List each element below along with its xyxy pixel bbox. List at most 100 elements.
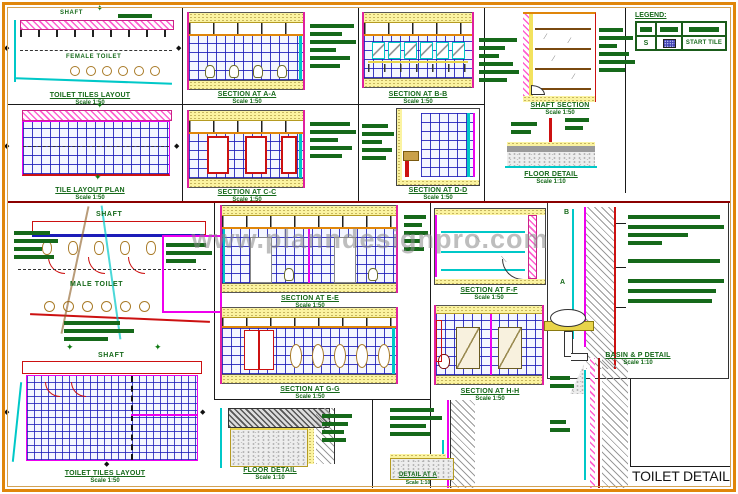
- floor-band: [397, 180, 479, 185]
- caption-section-gg: SECTION AT G-G Scale 1:50: [250, 385, 370, 402]
- grid-diamond-icon: ◆: [104, 461, 110, 468]
- partition-line: [490, 314, 492, 375]
- male-toilet-label: MALE TOILET: [70, 281, 124, 288]
- legend: LEGEND: S START TILE: [635, 12, 727, 51]
- detail-at-a-drawing: DETAIL AT A Scale 1:10: [386, 400, 482, 488]
- toilet-door: [207, 136, 229, 174]
- caption-section-aa: SECTION AT A-A Scale 1:50: [195, 90, 299, 107]
- caption-label: BASIN & P DETAIL: [605, 352, 671, 359]
- ceiling-band: [189, 12, 303, 23]
- caption-scale: Scale 1:50: [90, 478, 120, 485]
- annotation-bar: [599, 44, 617, 48]
- yellow-band: [529, 14, 533, 102]
- lower-tile-plan-drawing: SHAFT ✦ ✦ ◆ ◆ ◆: [4, 342, 206, 468]
- grid-diamond-icon: ◆: [4, 45, 10, 52]
- mirror-panel: [404, 42, 417, 59]
- caption-label: TILE LAYOUT PLAN: [55, 187, 125, 194]
- caption-label: SECTION AT G-G: [280, 386, 340, 393]
- annotation-bar: [166, 259, 196, 263]
- annotation-bar: [404, 231, 428, 235]
- joint-strip: [549, 118, 552, 142]
- tile-edge-line: [299, 134, 302, 178]
- partition-line: [131, 414, 197, 416]
- plan-centerline: [20, 50, 172, 51]
- caption-plan-tile-top: TILE LAYOUT PLAN Scale 1:50: [30, 186, 150, 203]
- shaft-outline: [22, 361, 202, 374]
- counter-line: [368, 61, 468, 63]
- caption-scale: Scale 1:50: [295, 394, 325, 401]
- annotation-bar: [599, 68, 625, 72]
- plaster-band: [590, 358, 595, 488]
- finish-line: [447, 400, 449, 488]
- urinal-fixture: [312, 344, 324, 368]
- annotation-bars: [362, 124, 394, 164]
- annotation-bar: [628, 225, 724, 229]
- basin-fixture: [120, 301, 131, 312]
- annotation-bar: [599, 60, 635, 64]
- door-swing-arc: [45, 382, 60, 397]
- caption-label: FLOOR DETAIL: [243, 467, 297, 474]
- wall-hatch-band: [450, 400, 475, 488]
- door-leaf: [498, 327, 522, 369]
- divider-line: [630, 378, 631, 467]
- floor-detail-right-drawing: [505, 116, 597, 168]
- pipe-frame: [436, 320, 442, 362]
- male-toilet-plan-drawing: SHAFT MALE TOILET: [14, 205, 222, 347]
- annotation-bar: [310, 40, 356, 44]
- wall-line: [32, 234, 204, 237]
- screed-hatch-band: [228, 408, 330, 428]
- floor-band: [364, 78, 472, 88]
- door-swing-arc: [88, 257, 105, 274]
- caption-scale: Scale 1:50: [232, 99, 262, 106]
- door-leaf: [456, 327, 480, 369]
- caption-scale: Scale 1:50: [545, 110, 575, 117]
- divider-line: [625, 8, 626, 193]
- annotation-bar: [628, 259, 720, 263]
- wc-fixture: [146, 241, 156, 255]
- annotation-bars: [64, 321, 134, 345]
- annotation-bar: [362, 124, 388, 128]
- shaft-section-drawing: ∕ ∕ ∕ ∕: [523, 12, 596, 102]
- door-swing-arc: [502, 259, 523, 280]
- wall-hatch-band: [602, 358, 628, 488]
- divider-line: [430, 203, 431, 488]
- annotation-bar: [362, 148, 392, 152]
- annotation-bars: [628, 215, 724, 307]
- watermark: www.planndesignpro.com: [191, 224, 549, 254]
- wall-hatch-band: [22, 110, 172, 121]
- wc-fixture: [94, 241, 104, 255]
- section-bb-drawing: [362, 12, 474, 88]
- wall-tile-grid: [189, 134, 303, 178]
- section-ee-drawing: [220, 205, 398, 293]
- slab-line: [535, 28, 591, 30]
- mirror-panel: [420, 42, 433, 59]
- annotation-bar: [362, 132, 394, 136]
- legend-header-bar: [660, 26, 678, 32]
- wall-tile-grid: [364, 36, 472, 78]
- hatch-tick: ∕: [545, 32, 547, 41]
- wall-tile-grid: [222, 229, 396, 283]
- toilet-door: [281, 136, 297, 174]
- shaft-label: SHAFT: [98, 352, 125, 359]
- divider-line: [630, 466, 731, 467]
- plan-edge-line: [14, 20, 16, 82]
- floor-band: [222, 283, 396, 293]
- leader-line: [616, 307, 626, 308]
- divider-line: [8, 104, 484, 105]
- mirror-panel: [388, 42, 401, 59]
- caption-scale: Scale 1:50: [75, 100, 105, 107]
- stall-partition-ticks: [20, 30, 172, 37]
- shaft-label: SHAFT: [96, 211, 123, 218]
- shaft-outline: [32, 221, 206, 235]
- wall-hatch-band: [586, 207, 614, 369]
- caption-section-ee: SECTION AT E-E Scale 1:50: [250, 294, 370, 311]
- shelf-line: [441, 251, 525, 253]
- slab-line: [535, 48, 591, 50]
- basin-detail-drawing: B A BASIN & P DETAIL Scale 1:10: [544, 203, 729, 379]
- partition-dashed-line: [131, 376, 135, 460]
- caption-label: SECTION AT D-D: [408, 187, 468, 194]
- annotation-bars: [550, 420, 572, 436]
- caption-label: DETAIL AT A: [398, 472, 438, 478]
- divider-line: [214, 399, 430, 400]
